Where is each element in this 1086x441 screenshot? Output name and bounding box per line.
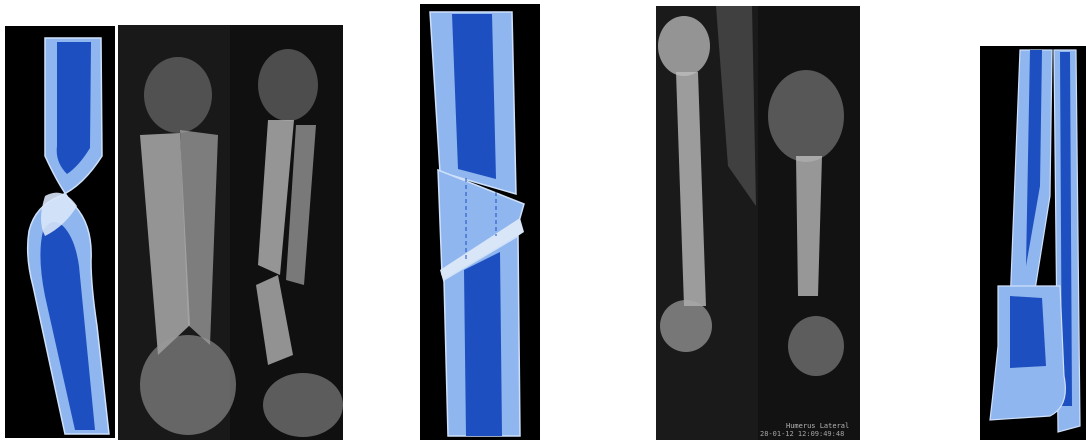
diagram-butterfly-fracture [420, 4, 540, 440]
forearm-radiograph [118, 25, 343, 440]
butterfly-fracture-illustration [420, 4, 540, 440]
xray-humerus: Humerus Lateral 28-01-12 12:09:49:48 [656, 6, 860, 440]
xray-forearm [118, 25, 343, 440]
xray-caption-view: Humerus Lateral [786, 422, 849, 430]
diagram-bowed-bone [5, 26, 115, 438]
humerus-radiograph [656, 6, 860, 440]
paired-bones-illustration [980, 46, 1086, 440]
bowed-bone-illustration [5, 26, 115, 438]
diagram-paired-bones [980, 46, 1086, 440]
xray-caption-timestamp: 28-01-12 12:09:49:48 [760, 430, 844, 438]
